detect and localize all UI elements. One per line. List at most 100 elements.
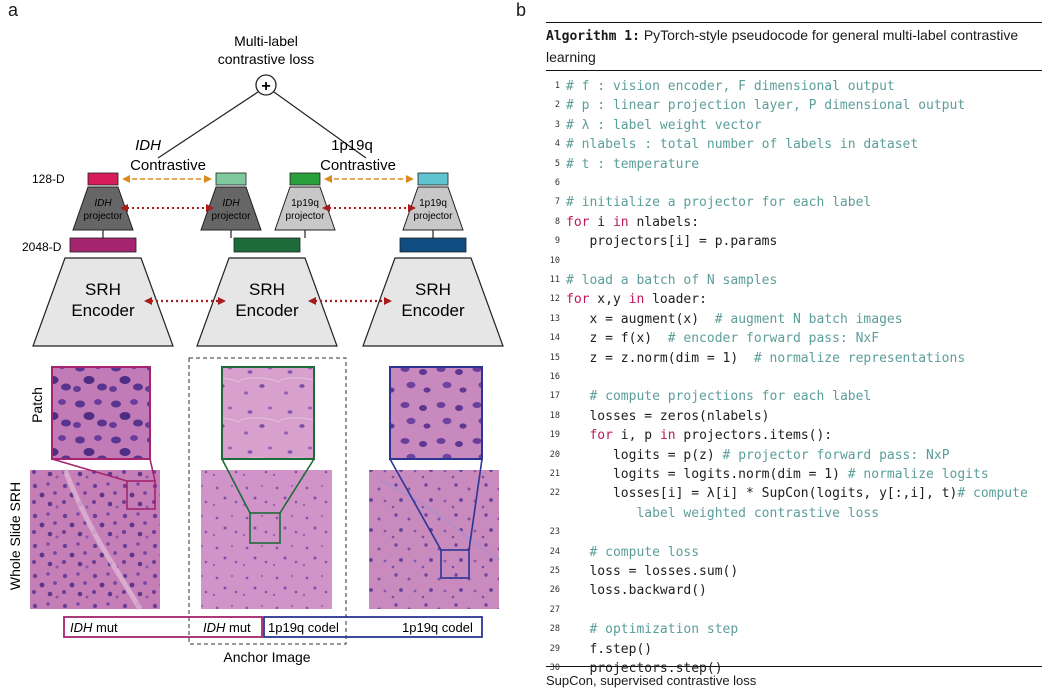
code-line: 19 for i, p in projectors.items(): [546, 426, 832, 445]
line-number: 28 [549, 624, 560, 635]
code-line: 28 # optimization step [546, 620, 738, 639]
line-number: 8 [554, 216, 560, 227]
code-line: 11# load a batch of N samples [546, 271, 778, 290]
code-line: 23 [546, 523, 566, 542]
code-comment: # optimization step [589, 622, 739, 638]
codel-contrastive-word1: 1p19q [331, 137, 373, 154]
code-line: 3# λ : label weight vector [546, 116, 762, 135]
loss-title-line2: contrastive loss [218, 51, 314, 67]
patch-label: Patch [29, 387, 45, 423]
code-text: projectors[i] = p.params [566, 234, 778, 250]
code-line: 17 # compute projections for each label [546, 387, 872, 406]
code-line: 14 z = f(x) # encoder forward pass: NxF [546, 329, 879, 348]
code-comment: # initialize a projector for each label [566, 195, 872, 211]
line-number: 18 [549, 410, 560, 421]
zoom-lines-1 [51, 458, 156, 482]
code-comment: # projector forward pass: NxP [722, 447, 950, 463]
algorithm-title: PyTorch-style pseudocode for general mul… [546, 27, 1019, 65]
projector-2-line2: projector [212, 211, 252, 222]
algorithm-box: Algorithm 1: PyTorch-style pseudocode fo… [546, 22, 1042, 688]
dim-128-label: 128-D [32, 172, 65, 186]
projector-2-line1: IDH [222, 198, 240, 209]
code-line: 6 [546, 174, 566, 193]
patch-source-box-3 [440, 549, 470, 579]
line-number: 7 [554, 197, 560, 208]
idh-mut-center-idh: IDH [203, 620, 226, 635]
code-comment: # compute projections for each label [589, 389, 872, 405]
code-text: z = f(x) [566, 331, 668, 347]
encoder-2-line2: Encoder [235, 301, 299, 320]
projector-3-body [274, 186, 336, 231]
code-line: 22 losses[i] = λ[i] * SupCon(logits, y[:… [546, 484, 1028, 503]
patch-image-1 [51, 366, 151, 460]
algorithm-footnote: SupCon, supervised contrastive loss [546, 673, 757, 688]
line-number: 20 [549, 449, 560, 460]
code-line: 7 # initialize a projector for each label [546, 193, 871, 212]
whole-slide-label: Whole Slide SRH [7, 482, 23, 590]
loss-line-left [157, 91, 259, 159]
code-comment: # t : temperature [566, 156, 700, 172]
code-comment: # normalize logits [847, 467, 989, 482]
line-number: 29 [549, 643, 560, 654]
line-number: 13 [549, 313, 560, 324]
code-listing: 1 # f : vision encoder, F dimensional out… [546, 71, 1042, 676]
code-line: 2# p : linear projection layer, P dimens… [546, 96, 965, 115]
code-line: 4# nlabels : total number of labels in d… [546, 135, 918, 154]
idh-mut-left-suffix: mut [92, 620, 118, 635]
zoom-lines-2 [221, 458, 315, 514]
projector-3-line2: projector [286, 211, 326, 222]
line-number: 15 [549, 352, 560, 363]
code-text: z = z.norm(dim = 1) [566, 350, 754, 366]
encoder-3-shape [362, 257, 504, 347]
idh-label-bar [63, 616, 263, 638]
encoder-1-line2: Encoder [71, 301, 135, 320]
code-text: loss = losses.sum() [566, 564, 739, 579]
line-number: 23 [549, 527, 560, 538]
projector-4-body [402, 186, 464, 231]
panel-a-figure: Multi-label contrastive loss + IDH Contr… [0, 0, 520, 694]
bottom-rule [546, 666, 1042, 667]
line-number: 1 [554, 81, 560, 91]
idh-mut-center-suffix: mut [225, 620, 251, 635]
code-text: projectors.items(): [675, 428, 833, 444]
idh-contrastive-word2: Contrastive [130, 157, 206, 174]
idh-mut-left-text: IDH mut [70, 620, 118, 635]
embedding-128-col3 [289, 172, 321, 186]
whole-slide-1-vessel [62, 469, 143, 611]
code-keyword: in [612, 214, 629, 230]
code-comment: # f : vision encoder, F dimensional outp… [566, 79, 895, 94]
line-number: 11 [549, 275, 560, 285]
code-comment: # normalize representations [753, 350, 966, 366]
projector-2-body [200, 186, 262, 231]
encoder-2-shape [196, 257, 338, 347]
line-number: 27 [549, 604, 560, 615]
panel-a-letter: a [8, 0, 19, 20]
code-text: logits = p(z) [566, 447, 723, 463]
line-number: 12 [549, 294, 560, 305]
loss-title-line1: Multi-label [234, 33, 298, 49]
patch-image-3 [389, 366, 483, 460]
plus-symbol: + [261, 78, 270, 95]
code-line: 15 z = z.norm(dim = 1) # normalize repre… [546, 349, 965, 368]
projector-1-line1: IDH [94, 198, 112, 209]
line-number: 30 [549, 663, 560, 673]
patch-image-2 [221, 366, 315, 460]
anchor-dashed-box [188, 357, 347, 645]
code-text: x = augment(x) [566, 311, 715, 327]
code-comment: # compute loss [589, 544, 700, 560]
line-number: 2 [554, 100, 560, 111]
whole-slide-image-2 [201, 470, 332, 609]
line-number: 14 [549, 333, 560, 344]
code-line: 21 logits = logits.norm(dim = 1) # norma… [546, 465, 989, 484]
code-comment: # compute [957, 486, 1028, 502]
idh-mut-left-idh: IDH [70, 620, 93, 635]
code-line: 5# t : temperature [546, 155, 699, 174]
code-line: 25 loss = losses.sum() [546, 562, 738, 581]
code-text: f.step() [566, 641, 653, 657]
algorithm-caption: Algorithm 1: PyTorch-style pseudocode fo… [546, 23, 1042, 70]
code-line: 26 loss.backward() [546, 581, 707, 600]
code-line: label weighted contrastive loss [546, 504, 879, 523]
representation-2048-col1 [69, 237, 137, 253]
line-number: 4 [554, 139, 560, 150]
